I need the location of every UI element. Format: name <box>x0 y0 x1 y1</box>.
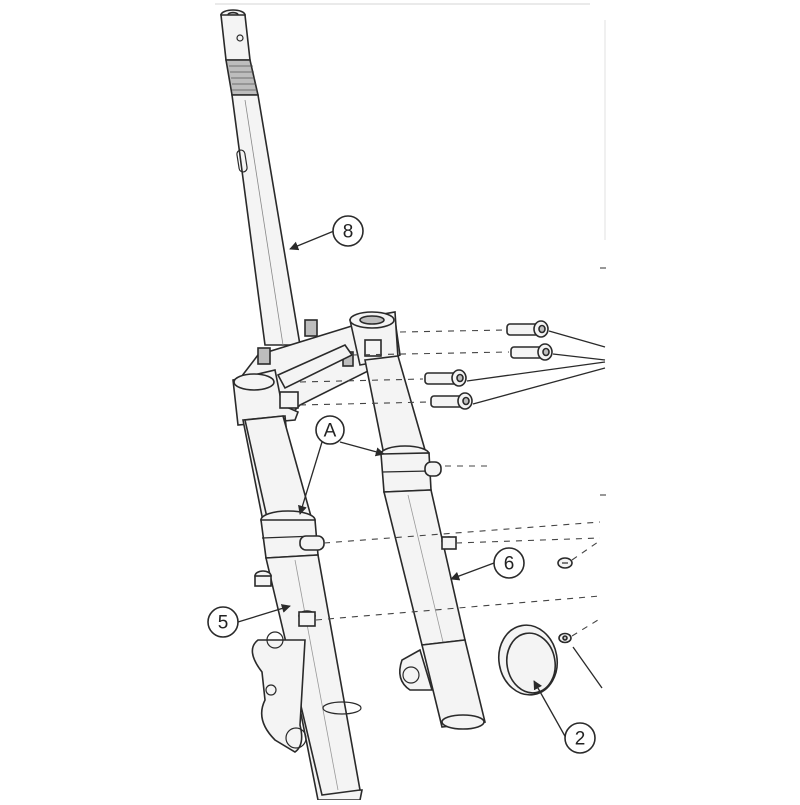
right-fork-clamp-groove <box>381 470 431 473</box>
right-fork-upper-tube <box>364 355 427 456</box>
right-fork-clamp-lug <box>424 461 442 477</box>
callout-leaders <box>237 230 567 739</box>
caliper-hole-mid <box>265 684 277 696</box>
callout-8: 8 <box>332 215 364 247</box>
lower-triple-clamp <box>232 311 401 426</box>
right-fork-slider <box>421 639 486 728</box>
callout-2-label: 2 <box>575 729 586 750</box>
clamp-nut-left <box>257 347 271 365</box>
stem-slot <box>236 149 248 173</box>
right-fork-leg <box>364 355 486 730</box>
callout-5-label: 5 <box>218 613 229 634</box>
left-spacer-body <box>254 575 272 587</box>
callout-5: 5 <box>207 606 239 638</box>
callout-6-label: 6 <box>504 554 515 575</box>
callout-2: 2 <box>564 722 596 754</box>
small-screw-upper <box>557 557 573 569</box>
leader-A-left <box>298 441 323 515</box>
clamp-right-bore-hole <box>359 315 385 325</box>
clamp-pinch-right <box>364 339 382 357</box>
stem-upper-section <box>220 14 251 61</box>
leader-2 <box>533 680 567 739</box>
clamp-nut-center <box>304 319 318 337</box>
leader-6 <box>450 562 495 581</box>
assembly-lines <box>299 267 610 637</box>
left-fork-lower-tube <box>265 554 361 796</box>
left-fork-leg <box>242 415 363 801</box>
bolt-2 <box>510 343 553 361</box>
bolt-bundle-lines <box>466 330 606 689</box>
reflector-cap-face <box>505 632 557 694</box>
clamp-left-bore <box>233 373 275 391</box>
caliper-hole-top <box>266 631 284 649</box>
leader-A-right <box>339 441 385 457</box>
axle-nut-body <box>298 611 316 627</box>
caliper-hole-bottom <box>285 727 307 749</box>
leader-5 <box>237 604 291 623</box>
right-fork-highlight <box>407 494 444 643</box>
right-fork-lower-tube <box>382 489 466 646</box>
left-fork-clamp-lug <box>299 535 325 551</box>
right-axle-hole <box>402 666 420 684</box>
stem-tube <box>231 94 301 346</box>
bolt-set <box>424 320 553 410</box>
clamp-pinch-left <box>279 391 299 409</box>
steering-stem <box>220 9 301 346</box>
right-spacer-body <box>441 536 457 550</box>
bolt-1 <box>506 320 549 338</box>
callout-A-label: A <box>324 421 337 442</box>
stem-highlight <box>244 99 284 346</box>
stem-pin-hole <box>236 34 244 42</box>
left-fork-highlight <box>294 559 339 791</box>
small-screw-lower <box>558 632 572 644</box>
callout-8-label: 8 <box>343 222 354 243</box>
bolt-4 <box>430 392 473 410</box>
stem-spline-grooves <box>229 65 257 91</box>
leader-8 <box>289 230 335 251</box>
callout-A: A <box>315 415 345 445</box>
left-fork-ring <box>322 701 362 715</box>
caliper-bracket <box>251 639 306 753</box>
right-fork-bottom <box>441 714 485 730</box>
callout-6: 6 <box>493 547 525 579</box>
reflector-cap <box>498 624 558 696</box>
right-fork-clamp <box>380 452 432 493</box>
bolt-3 <box>424 369 467 387</box>
right-axle-lug <box>399 648 434 691</box>
